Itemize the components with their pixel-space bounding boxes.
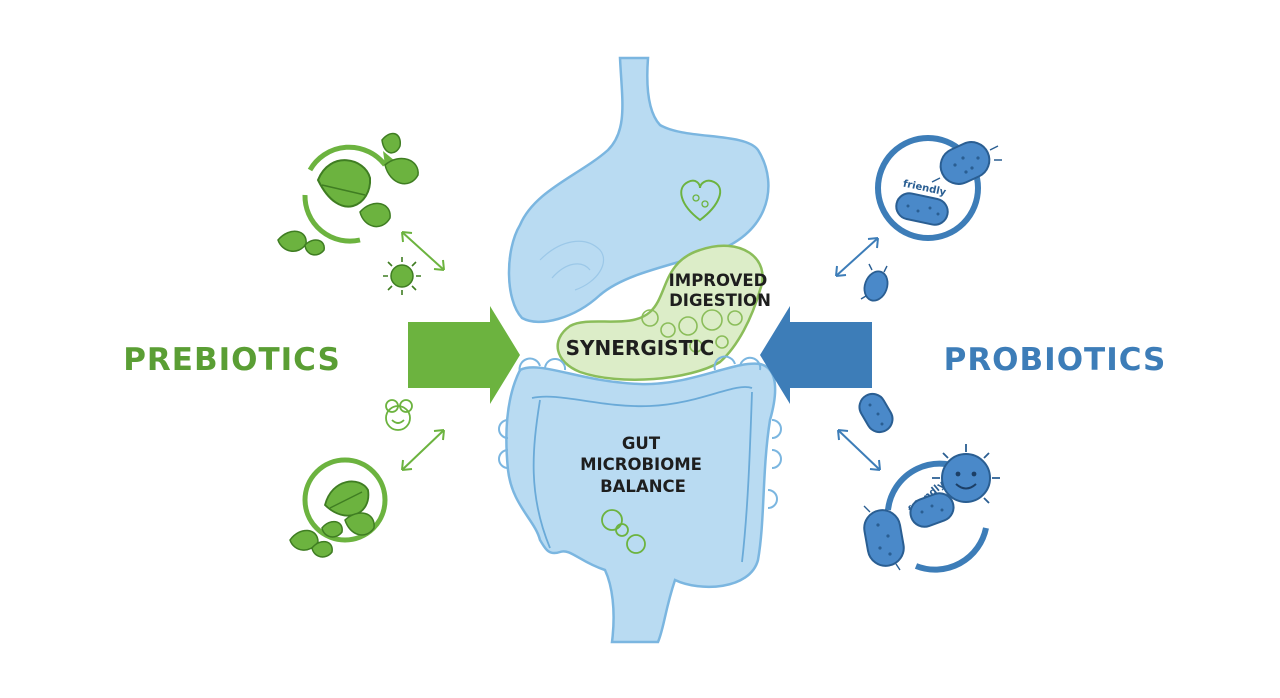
rod-bacteria-icon: [863, 505, 905, 571]
leaf-cycle-icon: [277, 132, 419, 256]
probiotics-label: PROBIOTICS: [944, 342, 1167, 378]
green-germ-outline-icon: [385, 399, 413, 431]
gut-balance-line3: BALANCE: [600, 477, 686, 496]
double-arrow-icon: [401, 231, 445, 271]
improved-digestion-line2: DIGESTION: [669, 291, 771, 310]
gut-balance-line2: MICROBIOME: [580, 455, 702, 474]
gut-balance-line1: GUT: [622, 434, 661, 453]
double-arrow-icon: [401, 429, 445, 471]
prebiotic-arrow: [408, 306, 520, 404]
rod-bacteria-icon: [931, 141, 1002, 185]
heart-icon: [680, 179, 722, 222]
double-arrow-icon: [837, 429, 881, 471]
green-microbe-icon: [383, 257, 421, 295]
bacteria-cycle-icon: friendly: [875, 135, 1002, 241]
rod-bacteria-icon: [909, 492, 955, 528]
digestive-tract-illustration: [498, 56, 782, 644]
smiling-bacteria-icon: friendly: [863, 444, 1000, 573]
rod-bacteria-icon: [858, 392, 894, 434]
improved-digestion-line1: IMPROVED: [669, 271, 768, 290]
stomach-shape: [507, 56, 770, 324]
small-bacteria-icon: [860, 263, 889, 302]
synergistic-label: SYNERGISTIC: [566, 336, 715, 360]
double-arrow-icon: [835, 237, 879, 277]
colon-shape: [505, 362, 777, 644]
nutrient-bubbles: [641, 309, 743, 353]
prebiotics-label: PREBIOTICS: [123, 342, 341, 378]
probiotic-arrow: [760, 306, 872, 404]
small-intestine-shape: [556, 244, 764, 381]
rod-bacteria-icon: [895, 192, 949, 226]
leaf-circle-icon: [289, 457, 388, 558]
microbe-icon: [601, 509, 646, 554]
